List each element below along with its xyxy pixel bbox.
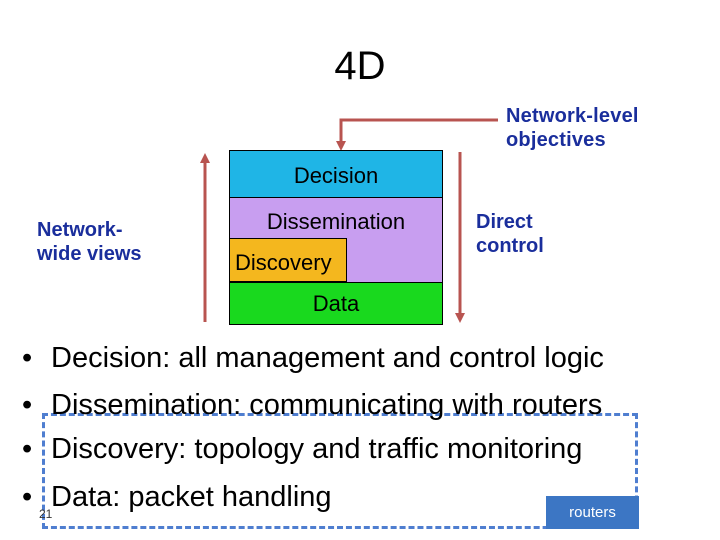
bullet-text: Dissemination: communicating with router… [51,389,603,421]
bullet-glyph: • [22,433,33,465]
bullet-text: Data: packet handling [51,481,332,513]
bullet-glyph: • [22,342,33,374]
control-line-2: control [476,235,544,257]
objectives-arrow [336,118,498,151]
dissemination-plane-label: Dissemination [266,209,406,234]
bullet-text: Decision: all management and control log… [51,342,604,374]
network-wide-views-label: Network- wide views [37,218,142,266]
routers-region [42,413,638,529]
data-plane: Data [229,282,443,325]
views-line-1: Network- [37,219,123,241]
views-line-2: wide views [37,243,142,265]
bullet-glyph: • [22,481,33,513]
routers-badge: routers [546,496,639,529]
decision-plane: Decision [229,150,443,198]
discovery-plane: Discovery [229,238,347,282]
page-number: 21 [39,507,53,521]
network-level-objectives-label: Network-level objectives [506,104,639,152]
control-line-1: Direct [476,211,533,233]
objectives-line-1: Network-level [506,105,639,127]
direct-control-label: Direct control [476,210,544,258]
objectives-line-2: objectives [506,129,606,151]
bullet-glyph: • [22,389,33,421]
bullet-text: Discovery: topology and traffic monitori… [51,433,583,465]
slide-title: 4D [334,44,386,88]
